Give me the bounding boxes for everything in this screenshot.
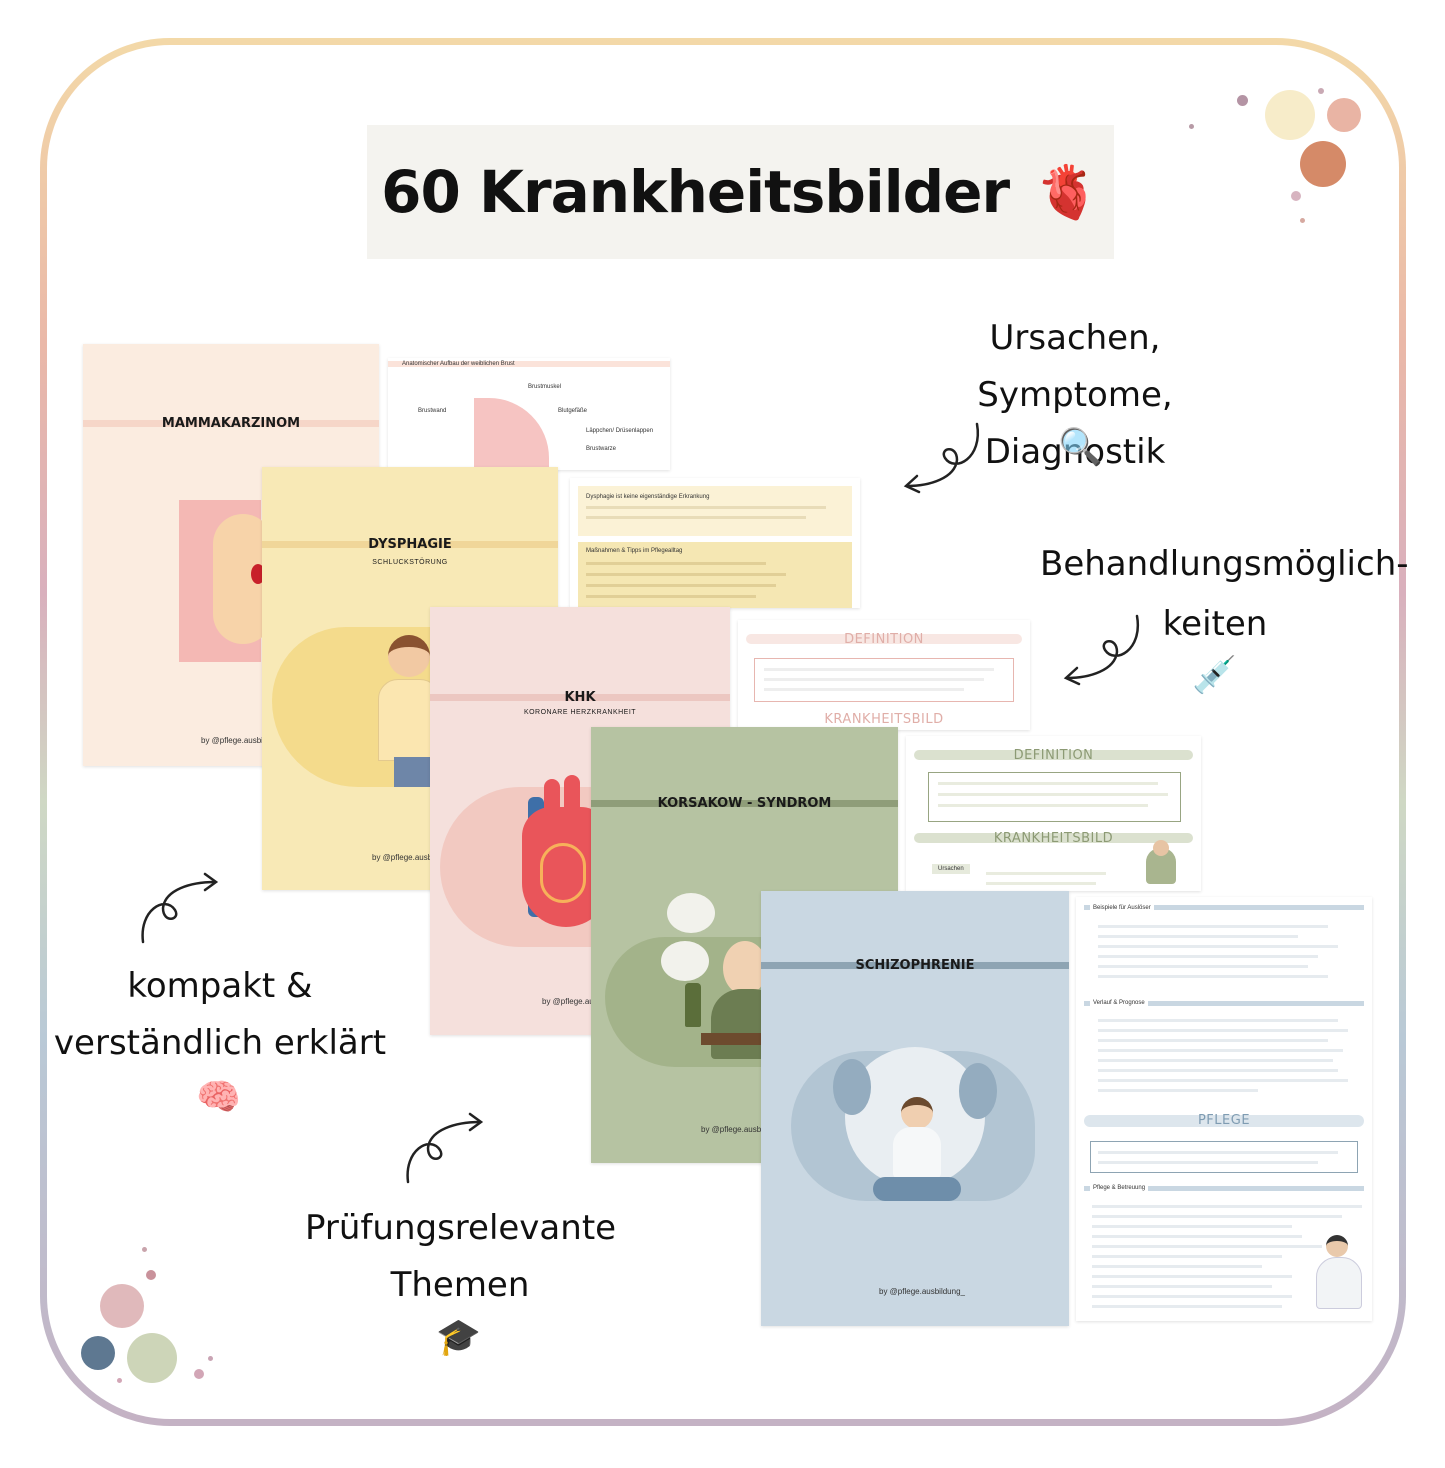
korsakow-ursachen-label: Ursachen [932,864,970,874]
feature-causes-line2: Diagnostik [984,432,1166,472]
schizo-betreuung-label: Pflege & Betreuung [1090,1185,1149,1191]
curly-arrow-icon [141,872,219,944]
curly-arrow-icon [1063,614,1140,686]
decor-dot [1318,88,1324,94]
page-title: 60 Krankheitsbilder [381,158,1010,226]
magnifier-icon: 🔍 [1058,426,1103,467]
dysphagia-intro: Dysphagie ist keine eigenständige Erkran… [586,494,710,500]
cover-card-schizophrenie: SCHIZOPHRENIE by @pflege.ausbildung_ [761,891,1069,1326]
cover-title: MAMMAKARZINOM [161,416,301,431]
breast-label: Brustmuskel [528,384,562,390]
graduation-cap-icon: 🎓 [436,1316,481,1357]
decor-dot [100,1284,144,1328]
breast-label: Läppchen/ Drüsenlappen [586,428,654,434]
feature-causes-line1: Ursachen, Symptome, [977,318,1173,415]
page-dysphagia-text: Dysphagie ist keine eigenständige Erkran… [570,478,860,608]
anatomical-heart-icon: 🫀 [1035,163,1100,222]
feature-treatment: Behandlungsmöglich- keiten [1040,534,1409,654]
feature-treatment-line2: keiten [1162,604,1268,644]
page-khk-text: DEFINITION KRANKHEITSBILD [738,620,1030,730]
cover-subtitle: KORONARE HERZKRANKHEIT [523,709,637,716]
schizo-pflege-heading: PFLEGE [1197,1113,1251,1128]
decor-dot [208,1356,213,1361]
decor-dot [1300,218,1305,223]
cover-author: by @pflege.ausbild [372,853,441,862]
khk-krankheitsbild-heading: KRANKHEITSBILD [824,712,944,727]
cover-author: by @pflege.ausbildung_ [879,1287,965,1296]
cover-author: by @pflege.ausbild [701,1125,770,1134]
cover-title: KORSAKOW - SYNDROM [657,796,832,811]
curly-arrow-icon [903,422,980,494]
dysphagia-tips: Maßnahmen & Tipps im Pflegealltag [586,548,683,554]
feature-treatment-line1: Behandlungsmöglich- [1040,544,1409,584]
decor-dot [1237,95,1248,106]
feature-exam: Prüfungsrelevante Themen [305,1200,617,1314]
schizo-ausloeser-label: Beispiele für Auslöser [1090,905,1154,911]
cover-title: DYSPHAGIE [368,537,452,552]
page-korsakow-text: DEFINITION KRANKHEITSBILD Ursachen [906,736,1201,891]
brain-icon: 🧠 [196,1076,241,1117]
breast-label: Blutgefäße [558,408,588,414]
curly-arrow-icon [406,1112,484,1184]
page-schizophrenia-text: Beispiele für Auslöser Verlauf & Prognos… [1076,897,1372,1321]
feature-compact-line1: kompakt & [127,966,313,1006]
korsakow-krankheitsbild-heading: KRANKHEITSBILD [993,831,1114,846]
decor-dot [1265,90,1315,140]
feature-compact: kompakt & verständlich erklärt [50,958,390,1072]
cover-title: KHK [564,690,596,705]
decor-dot [81,1336,115,1370]
title-banner: 60 Krankheitsbilder 🫀 [367,125,1114,259]
cover-author: by @pflege.ausbildun [201,736,279,745]
feature-exam-line1: Prüfungsrelevante [305,1208,617,1248]
decor-dot [1189,124,1194,129]
schizo-verlauf-label: Verlauf & Prognose [1090,1000,1148,1006]
breast-caption: Anatomischer Aufbau der weiblichen Brust [402,361,515,367]
decor-dot [142,1247,147,1252]
cover-subtitle: SCHLUCKSTÖRUNG [372,559,448,566]
cover-title: SCHIZOPHRENIE [855,958,975,973]
feature-causes: Ursachen, Symptome, Diagnostik [890,310,1260,481]
khk-definition-heading: DEFINITION [844,632,924,647]
decor-dot [194,1369,204,1379]
decor-dot [117,1378,122,1383]
decor-dot [127,1333,177,1383]
syringe-icon: 💉 [1192,654,1237,695]
decor-dot [1327,98,1361,132]
breast-label: Brustwand [418,408,447,414]
breast-label: Brustwarze [586,446,617,452]
decor-dot [1300,141,1346,187]
feature-exam-line2: Themen [390,1265,530,1305]
page-breast-anatomy: Anatomischer Aufbau der weiblichen Brust… [388,358,670,470]
korsakow-definition-heading: DEFINITION [1013,748,1094,763]
decor-dot [146,1270,156,1280]
cover-author: by @pflege.ausbi [542,997,604,1006]
decor-dot [1291,191,1301,201]
feature-compact-line2: verständlich erklärt [53,1023,387,1063]
